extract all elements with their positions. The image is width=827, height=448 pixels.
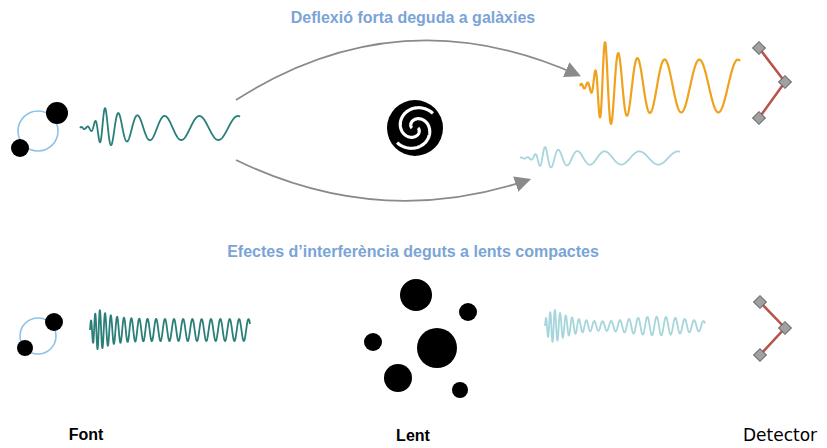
- detector-symbol: [754, 296, 792, 362]
- galaxy-disk: [387, 100, 443, 156]
- column-label: Detector: [743, 425, 817, 445]
- deflection-arrow: [236, 160, 528, 201]
- galaxy-lens: [387, 100, 443, 156]
- black-hole: [46, 102, 68, 124]
- detector-mirror: [779, 322, 792, 335]
- gravitational-waveform: [520, 147, 680, 167]
- detector-mirror: [753, 112, 766, 125]
- column-label: Font: [69, 425, 104, 444]
- black-hole: [45, 313, 63, 331]
- section-heading: Deflexió forta deguda a galàxies: [291, 8, 536, 27]
- detector-mirror: [754, 349, 767, 362]
- column-label: Lent: [396, 426, 430, 445]
- compact-object: [452, 382, 468, 398]
- gravitational-waveform: [90, 310, 250, 349]
- compact-lenses: [364, 279, 477, 398]
- section-heading: Efectes d’interferència deguts a lents c…: [227, 242, 599, 261]
- compact-object: [417, 328, 457, 368]
- gravitational-waveform: [545, 310, 705, 342]
- galaxy-arm: [397, 119, 430, 149]
- compact-object: [384, 364, 412, 392]
- detector-mirror: [754, 296, 767, 309]
- compact-object: [364, 333, 382, 351]
- binary-source: [11, 102, 68, 157]
- compact-object: [459, 303, 477, 321]
- compact-object: [400, 279, 432, 311]
- gravitational-waveform: [580, 42, 740, 124]
- black-hole: [17, 340, 33, 356]
- binary-source: [17, 313, 63, 356]
- black-hole: [11, 139, 29, 157]
- detector-mirror: [753, 42, 766, 55]
- gravitational-waveform: [80, 108, 240, 145]
- detector-symbol: [753, 42, 792, 125]
- deflection-arrow: [236, 40, 578, 100]
- detector-mirror: [779, 76, 792, 89]
